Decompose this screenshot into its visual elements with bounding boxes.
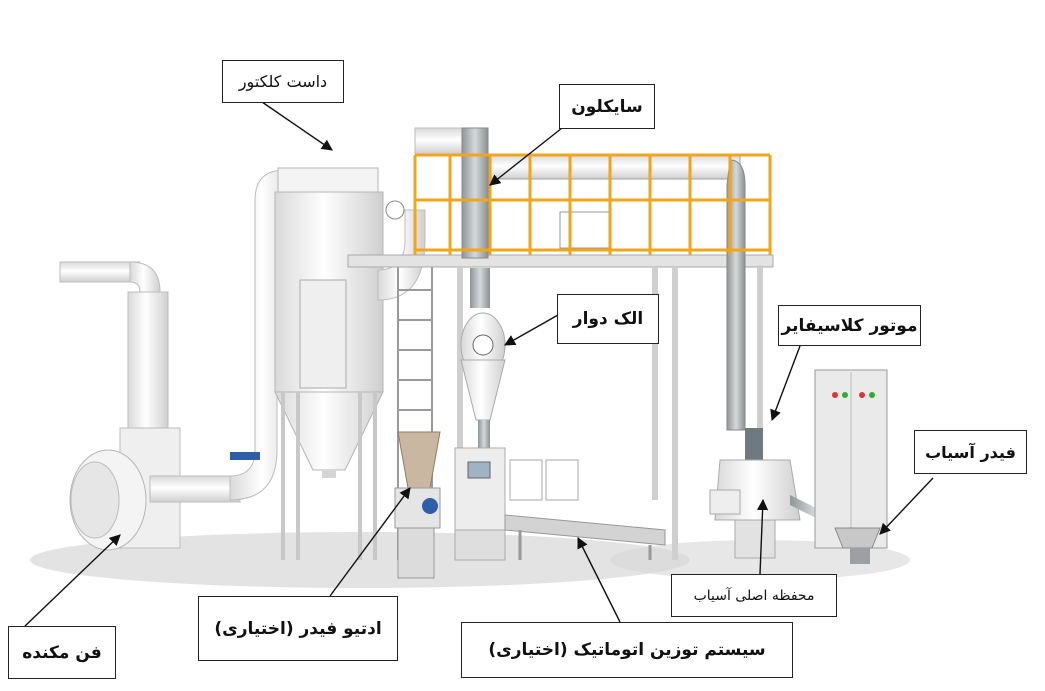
label-rotary-sieve: الک دوار [557,294,659,344]
label-classifier-motor: موتور کلاسیفایر [778,305,921,346]
additive-feeder-unit [394,431,441,579]
callout-arrows [24,101,934,627]
dust-collector-unit [274,167,426,560]
arrow-rotary-sieve [504,314,559,346]
label-mill-housing: محفظه اصلی آسیاب [671,574,837,617]
control-cabinet [814,369,888,564]
weighing-system-unit [454,447,666,561]
arrow-classifier-motor [770,345,801,422]
arrow-additive-feeder [329,487,411,597]
arrow-dust-collector [261,101,333,151]
top-pipework [414,127,746,431]
label-auto-weighing: سیستم توزین اتوماتیک (اختیاری) [461,622,793,678]
label-dust-collector: داست کلکتور [222,60,344,103]
rotary-sieve-unit [460,268,506,450]
arrow-cyclone [489,127,563,186]
suction-fan [59,261,241,551]
arrow-mill-feeder [879,477,934,535]
label-suction-fan: فن مکنده [8,626,116,679]
label-cyclone: سایکلون [559,84,655,129]
label-mill-feeder: فیدر آسیاب [914,430,1027,474]
arrow-auto-weighing [577,536,621,623]
arrow-suction-fan [24,534,121,627]
label-additive-feeder: ادتیو فیدر (اختیاری) [198,596,398,661]
arrow-mill-housing [756,498,769,575]
railing [413,153,772,255]
